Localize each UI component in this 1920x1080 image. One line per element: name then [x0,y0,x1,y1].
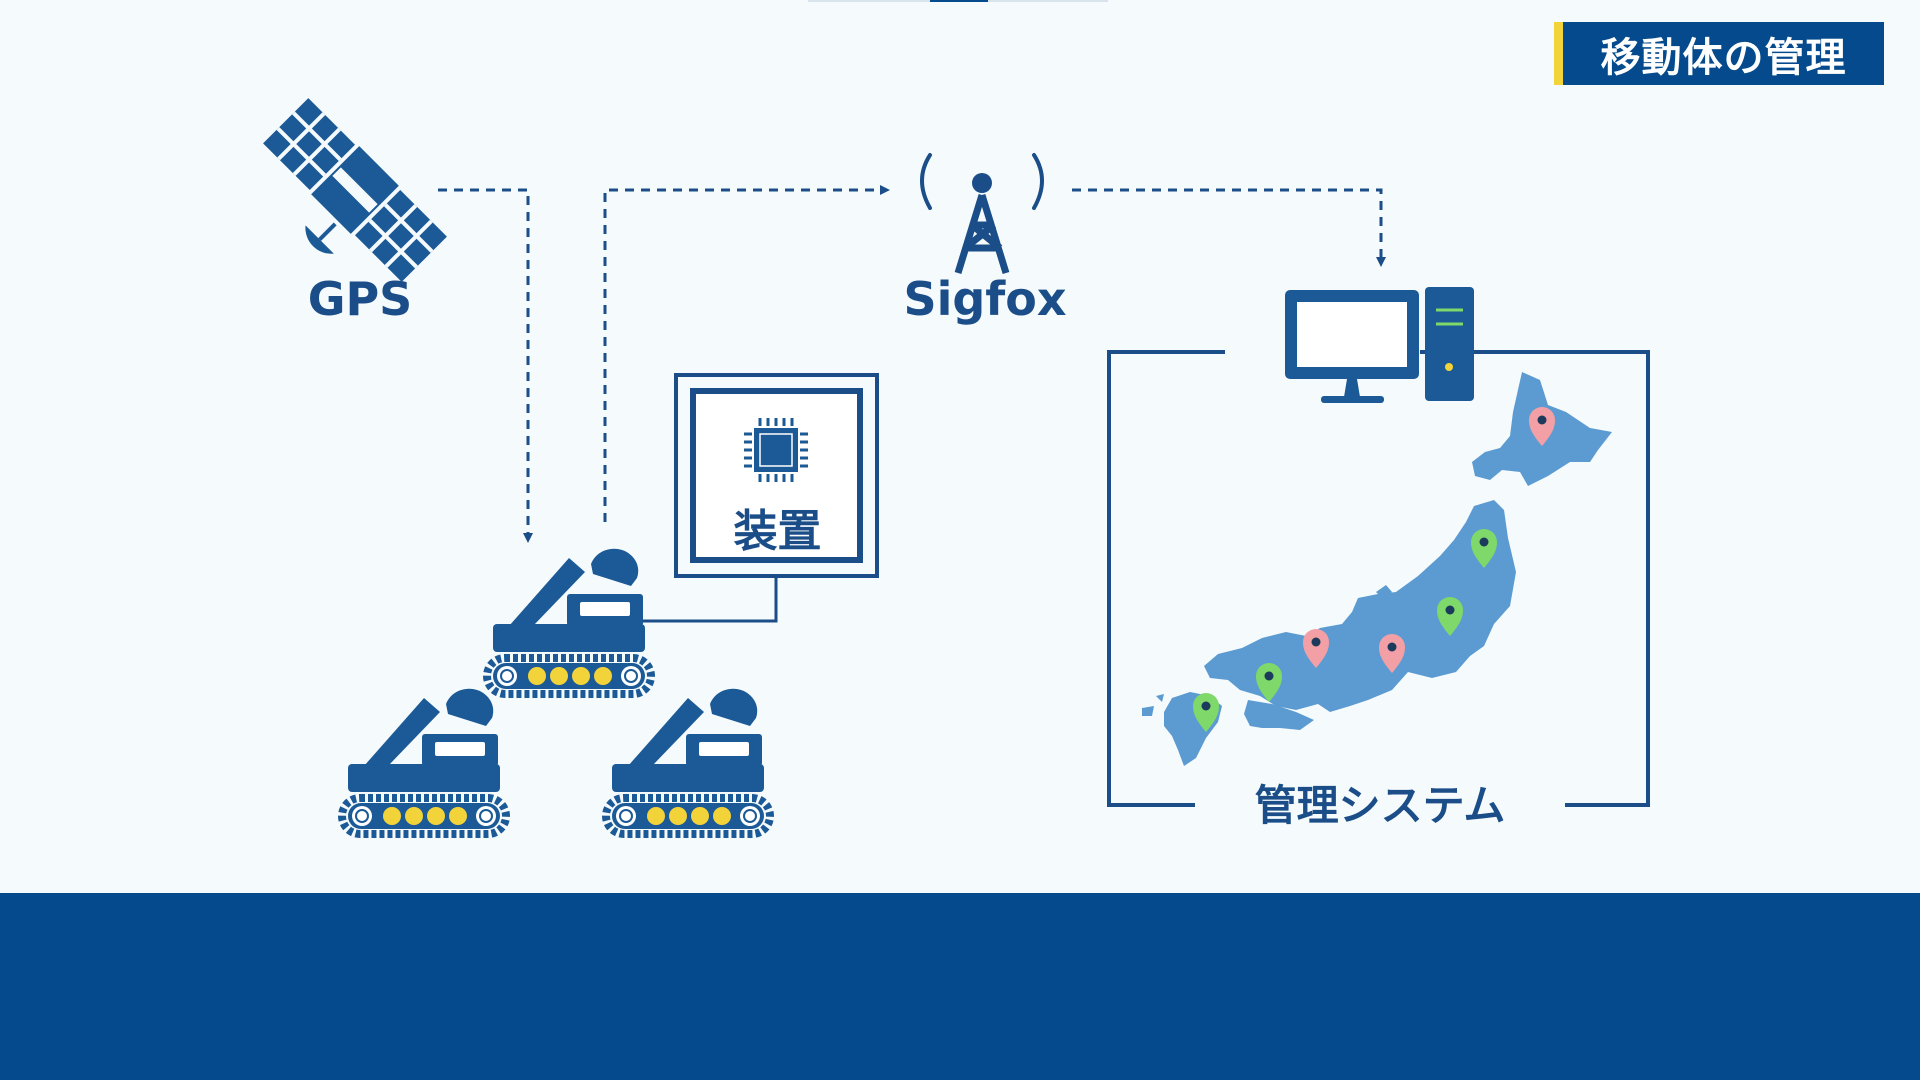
map-pin-green-kyushu [1193,693,1219,732]
satellite-icon [263,98,447,282]
map-shikoku [1244,700,1314,730]
map-honshu [1204,500,1516,712]
map-islands [1142,694,1164,716]
gps-label: GPS [307,272,413,326]
sigfox-tower-icon [920,153,1044,275]
footer-band [0,893,1920,1080]
management-system-label: 管理システム [1195,772,1565,833]
arrow-sigfox-to-system [1072,188,1386,267]
computer-icon [1285,287,1474,403]
arrow-machine-to-sigfox [603,185,890,522]
badge-accent-bar [1554,22,1563,85]
excavator-icon-main [487,549,651,694]
section-title-badge: 移動体の管理 [1554,22,1884,85]
excavator-icon-right [606,689,770,834]
section-title: 移動体の管理 [1600,34,1847,81]
map-pin-pink-kansai [1303,629,1329,668]
system-frame [1107,350,1225,807]
chip-icon [744,418,808,482]
map-pins [1193,407,1555,732]
arrow-gps-to-machine [438,188,533,543]
system-frame-right [1420,350,1650,807]
data-flow-arrows [438,185,1386,543]
map-sado [1376,585,1392,598]
device-connector-line [592,576,778,623]
map-pin-green-tohoku [1471,529,1497,568]
device-label: 装置 [733,506,822,557]
map-pin-green-kanto [1437,597,1463,636]
map-pin-green-chugoku [1256,663,1282,702]
map-pin-pink-chubu [1379,634,1405,673]
sigfox-label: Sigfox [903,272,1067,326]
top-edge-marker-accent [930,0,988,2]
excavator-icon-left [342,689,506,834]
map-pin-pink-hokkaido [1529,407,1555,446]
